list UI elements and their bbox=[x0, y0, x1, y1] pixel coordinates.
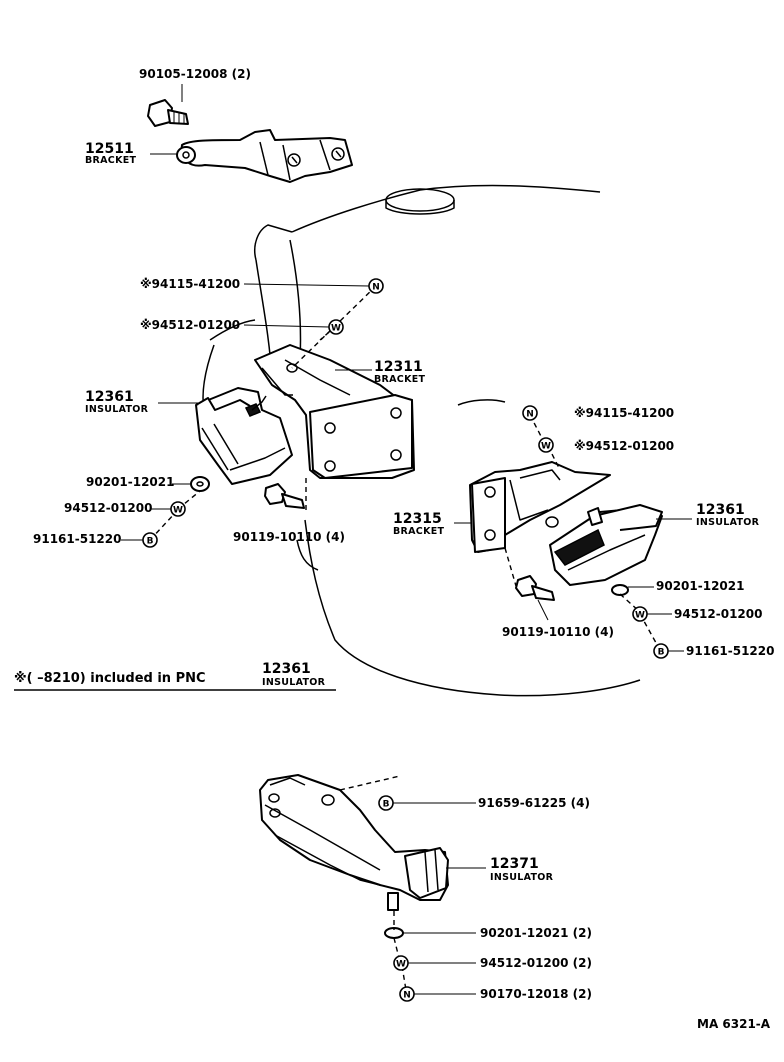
label-bolt-90119-left: 90119-10110 (4) bbox=[233, 530, 345, 544]
label-washer-90201-left: 90201-12021 bbox=[86, 475, 174, 489]
label-bracket-12315-name: BRACKET bbox=[393, 526, 445, 537]
label-bolt-91659: 91659-61225 (4) bbox=[478, 796, 590, 810]
footnote-name: INSULATOR bbox=[262, 677, 326, 688]
label-bolt-91161-left: 91161-51220 bbox=[33, 532, 121, 546]
label-insulator-right-pnc: 12361 bbox=[696, 502, 745, 518]
bracket-12511-drawing bbox=[176, 129, 353, 183]
svg-text:B: B bbox=[658, 648, 665, 658]
svg-text:W: W bbox=[331, 324, 341, 334]
label-bracket-12511-pnc: 12511 bbox=[85, 141, 134, 157]
leader-lines bbox=[14, 84, 692, 995]
washer-badge-left-bottom: W bbox=[170, 501, 186, 517]
nut-badge-right: N bbox=[522, 405, 538, 421]
label-nut-94115-left: ※94115-41200 bbox=[140, 277, 240, 291]
washer-badge-left: W bbox=[328, 319, 344, 335]
svg-text:W: W bbox=[173, 506, 183, 516]
label-insulator-left-pnc: 12361 bbox=[85, 389, 134, 405]
svg-text:W: W bbox=[541, 442, 551, 452]
nut-badge-rear: N bbox=[399, 986, 415, 1002]
fastener-drawings bbox=[190, 476, 629, 939]
bolt-90105-drawing bbox=[147, 99, 189, 127]
label-bolt-90119-right: 90119-10110 (4) bbox=[502, 625, 614, 639]
insulator-rear-drawing bbox=[259, 774, 449, 911]
label-washer-90201-right: 90201-12021 bbox=[656, 579, 744, 593]
svg-text:W: W bbox=[396, 960, 406, 970]
bolt-badge-right: B bbox=[653, 643, 669, 659]
label-washer-94512-rear: 94512-01200 (2) bbox=[480, 956, 592, 970]
label-bracket-12311-name: BRACKET bbox=[374, 374, 426, 385]
washer-badge-rear: W bbox=[393, 955, 409, 971]
label-washer-94512-right-bottom: 94512-01200 bbox=[674, 607, 762, 621]
bracket-12311-drawing bbox=[254, 344, 415, 479]
label-insulator-rear-pnc: 12371 bbox=[490, 856, 539, 872]
svg-text:N: N bbox=[372, 283, 380, 293]
washer-badge-right-bottom: W bbox=[632, 606, 648, 622]
label-insulator-left-name: INSULATOR bbox=[85, 404, 149, 415]
insulator-right-drawing bbox=[549, 504, 663, 586]
bolt-badge-left: B bbox=[142, 532, 158, 548]
label-washer-94512-left-bottom: 94512-01200 bbox=[64, 501, 152, 515]
svg-text:B: B bbox=[383, 800, 390, 810]
label-bracket-12315-pnc: 12315 bbox=[393, 511, 442, 527]
nut-badge-left: N bbox=[368, 278, 384, 294]
label-washer-94512-left: ※94512-01200 bbox=[140, 318, 240, 332]
washer-badge-right: W bbox=[538, 437, 554, 453]
insulator-left-drawing bbox=[195, 387, 293, 485]
label-bracket-12511-name: BRACKET bbox=[85, 155, 137, 166]
footnote-pnc: 12361 bbox=[262, 661, 311, 677]
svg-text:N: N bbox=[526, 410, 534, 420]
label-washer-94512-right: ※94512-01200 bbox=[574, 439, 674, 453]
svg-text:B: B bbox=[147, 537, 154, 547]
footnote-text: ※( –8210) included in PNC bbox=[14, 671, 206, 686]
label-washer-90201-rear: 90201-12021 (2) bbox=[480, 926, 592, 940]
label-insulator-rear-name: INSULATOR bbox=[490, 872, 554, 883]
label-nut-90170-rear: 90170-12018 (2) bbox=[480, 987, 592, 1001]
label-bolt-90105: 90105-12008 (2) bbox=[139, 67, 251, 81]
svg-text:N: N bbox=[403, 991, 411, 1001]
bolt-badge-rear: B bbox=[378, 795, 394, 811]
figure-code: MA 6321-A bbox=[697, 1017, 771, 1031]
label-insulator-right-name: INSULATOR bbox=[696, 517, 760, 528]
svg-text:W: W bbox=[635, 611, 645, 621]
label-bracket-12311-pnc: 12311 bbox=[374, 359, 423, 375]
label-nut-94115-right: ※94115-41200 bbox=[574, 406, 674, 420]
label-bolt-91161-right: 91161-51220 bbox=[686, 644, 774, 658]
bracket-12315-drawing bbox=[469, 461, 611, 553]
